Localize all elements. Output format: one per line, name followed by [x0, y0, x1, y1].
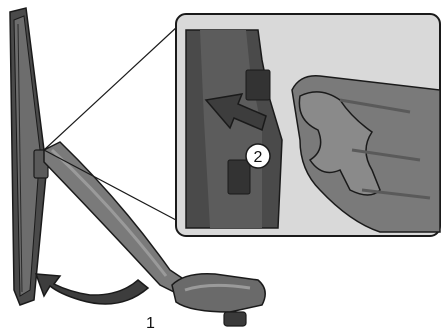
- detail-inset: 2: [176, 14, 440, 236]
- arm-pivot-cap: [172, 274, 265, 312]
- step-2-badge: 2: [246, 144, 270, 168]
- wiper-blade: [10, 8, 48, 305]
- inset-blade-slot-upper: [246, 70, 270, 100]
- inset-blade-slot-lower: [228, 160, 250, 194]
- arm-mount-nut: [224, 312, 246, 326]
- callout-lines: [44, 26, 178, 220]
- curved-arrow-icon: [36, 274, 148, 304]
- step-2-label: 2: [254, 149, 263, 166]
- step-1-label: 1: [146, 315, 155, 332]
